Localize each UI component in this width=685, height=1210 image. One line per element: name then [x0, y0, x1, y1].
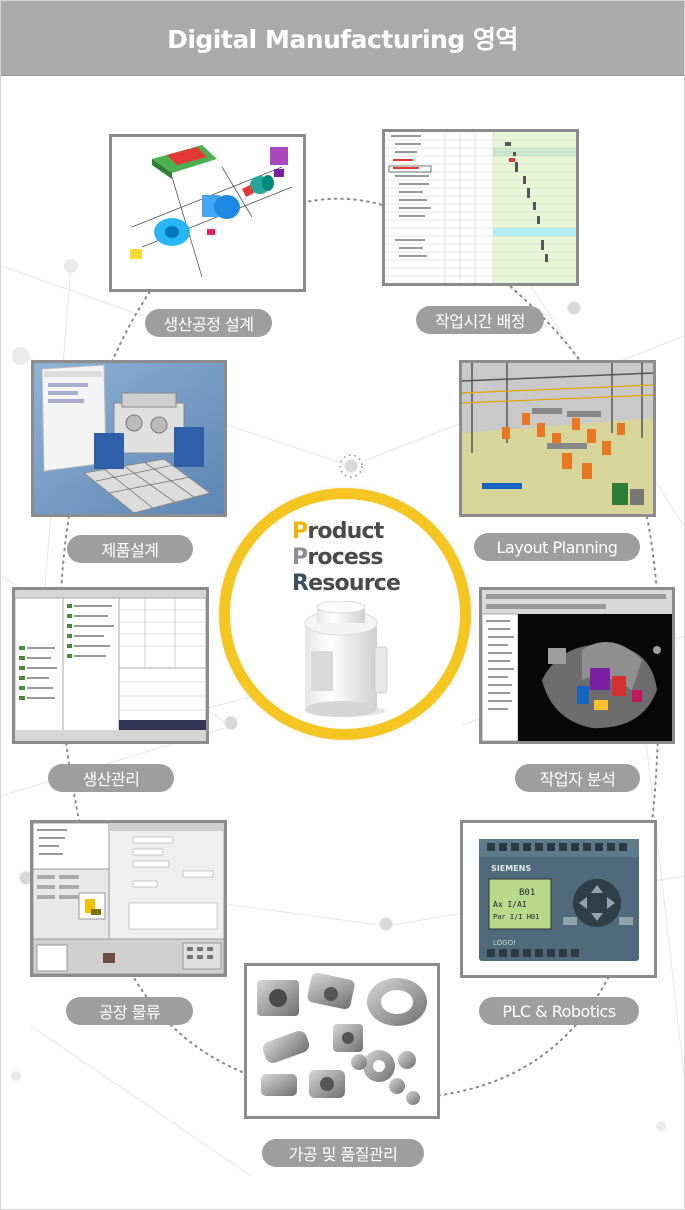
- ppr-word-process: rocess: [307, 545, 383, 570]
- process-design-image: [109, 134, 306, 292]
- machining-quality-image: [244, 963, 440, 1119]
- area-label-layout-planning: Layout Planning: [474, 533, 640, 561]
- factory-layout-illustration: [462, 363, 653, 514]
- production-management-image: [12, 587, 209, 744]
- cad-engine-illustration: [34, 363, 224, 514]
- machined-parts-illustration: [247, 966, 437, 1116]
- exploded-parts-illustration: [112, 137, 303, 289]
- plc-brand: SIEMENS: [491, 864, 531, 873]
- ppr-word-resource: esource: [308, 571, 401, 596]
- area-label-product-design: 제품설계: [67, 535, 193, 563]
- ppr-initial-process: P: [292, 545, 308, 570]
- plc-device-illustration: SIEMENS B01 Ax I/AI Par I/I H01 LOGO!: [463, 823, 654, 975]
- plc-screen-line3: Par I/I H01: [493, 913, 539, 921]
- plc-screen-line1: B01: [519, 888, 535, 898]
- area-label-plc-robotics: PLC & Robotics: [479, 997, 639, 1025]
- ppr-text: Product Process Resource: [292, 519, 401, 597]
- software-window-illustration: [15, 590, 206, 741]
- area-label-worker-analysis: 작업자 분석: [515, 764, 640, 792]
- ppr-line-resource: Resource: [292, 571, 401, 597]
- area-label-production-management: 생산관리: [48, 764, 174, 792]
- plc-screen-line2: Ax I/AI: [493, 900, 527, 909]
- ppr-line-process: Process: [292, 545, 400, 571]
- plc-model: LOGO!: [493, 939, 516, 947]
- ppr-initial-resource: R: [292, 571, 309, 596]
- gantt-chart-illustration: [385, 132, 576, 283]
- area-label-machining-quality: 가공 및 품질관리: [262, 1139, 424, 1167]
- product-design-image: [31, 360, 227, 517]
- ppr-line-product: Product: [292, 519, 400, 545]
- logistics-software-illustration: [33, 823, 224, 974]
- area-label-work-time: 작업시간 배정: [416, 306, 544, 334]
- header-bar: Digital Manufacturing 영역: [1, 1, 684, 76]
- area-label-process-design: 생산공정 설계: [145, 309, 272, 337]
- worker-simulation-illustration: [482, 590, 672, 741]
- layout-planning-image: [459, 360, 656, 517]
- page-title: Digital Manufacturing 영역: [167, 25, 518, 54]
- area-label-factory-logistics: 공장 물류: [66, 997, 193, 1025]
- work-time-image: [382, 129, 579, 286]
- ppr-word-product: roduct: [307, 519, 384, 544]
- ppr-initial-product: P: [292, 519, 308, 544]
- worker-analysis-image: [479, 587, 675, 744]
- cylinder-icon: [304, 601, 388, 717]
- plc-robotics-image: SIEMENS B01 Ax I/AI Par I/I H01 LOGO!: [460, 820, 657, 978]
- factory-logistics-image: [30, 820, 227, 977]
